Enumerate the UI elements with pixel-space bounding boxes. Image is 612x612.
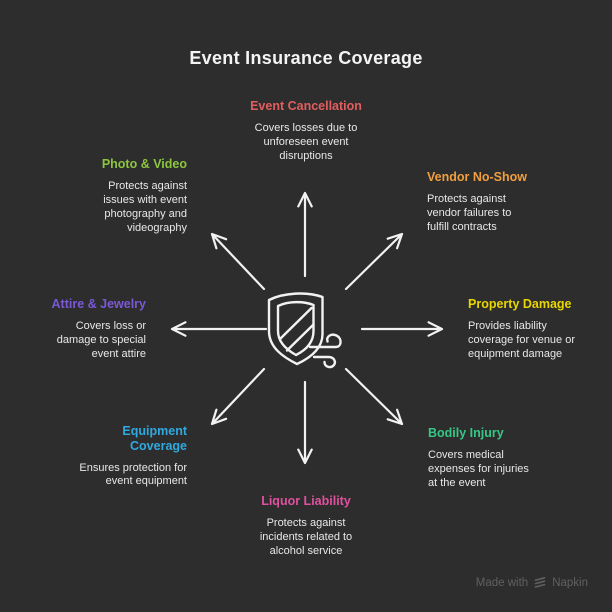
node-event-cancellation: Event Cancellation Covers losses due to … bbox=[250, 99, 362, 164]
napkin-logo-icon bbox=[534, 577, 546, 588]
node-property-damage: Property Damage Provides liability cover… bbox=[468, 297, 575, 362]
node-liquor-liability-description: Protects against incidents related to al… bbox=[259, 516, 353, 557]
napkin-brand-label: Napkin bbox=[552, 577, 588, 589]
arrow-left bbox=[170, 321, 268, 337]
node-liquor-liability: Liquor Liability Protects against incide… bbox=[260, 494, 352, 559]
page-title: Event Insurance Coverage bbox=[189, 48, 423, 68]
node-property-damage-label: Property Damage bbox=[468, 297, 572, 311]
node-bodily-injury-description: Covers medical expenses for injuries at … bbox=[428, 448, 529, 489]
node-event-cancellation-label: Event Cancellation bbox=[250, 99, 362, 113]
node-bodily-injury-label: Bodily Injury bbox=[428, 426, 504, 440]
node-equipment-coverage: Equipment Coverage Ensures protection fo… bbox=[79, 424, 187, 489]
node-event-cancellation-description: Covers losses due to unforeseen event di… bbox=[254, 121, 358, 162]
arrow-up bbox=[297, 191, 313, 278]
made-with-napkin-badge[interactable]: Made with Napkin bbox=[476, 576, 588, 590]
arrow-up-left bbox=[210, 232, 266, 291]
arrow-down bbox=[297, 380, 313, 465]
arrow-down-left bbox=[210, 367, 266, 426]
node-equipment-coverage-description: Ensures protection for event equipment bbox=[79, 461, 187, 488]
arrow-right bbox=[360, 321, 444, 337]
node-equipment-coverage-label: Equipment Coverage bbox=[122, 424, 187, 453]
made-with-label: Made with bbox=[475, 577, 529, 589]
node-attire-jewelry-label: Attire & Jewelry bbox=[51, 297, 146, 311]
node-photo-video: Photo & Video Protects against issues wi… bbox=[102, 157, 187, 236]
node-liquor-liability-label: Liquor Liability bbox=[261, 494, 351, 508]
node-vendor-no-show-label: Vendor No-Show bbox=[427, 170, 527, 184]
shield-wind-icon bbox=[267, 292, 342, 369]
arrow-up-right bbox=[344, 232, 404, 291]
node-property-damage-description: Provides liability coverage for venue or… bbox=[468, 319, 576, 360]
node-photo-video-description: Protects against issues with event photo… bbox=[103, 179, 187, 234]
node-vendor-no-show-description: Protects against vendor failures to fulf… bbox=[427, 192, 512, 233]
node-bodily-injury: Bodily Injury Covers medical expenses fo… bbox=[428, 426, 529, 491]
node-attire-jewelry-description: Covers loss or damage to special event a… bbox=[56, 319, 146, 360]
node-attire-jewelry: Attire & Jewelry Covers loss or damage t… bbox=[52, 297, 146, 362]
node-photo-video-label: Photo & Video bbox=[101, 157, 187, 171]
radial-arrows bbox=[170, 191, 444, 465]
arrow-down-right bbox=[344, 367, 404, 426]
node-vendor-no-show: Vendor No-Show Protects against vendor f… bbox=[427, 170, 527, 235]
